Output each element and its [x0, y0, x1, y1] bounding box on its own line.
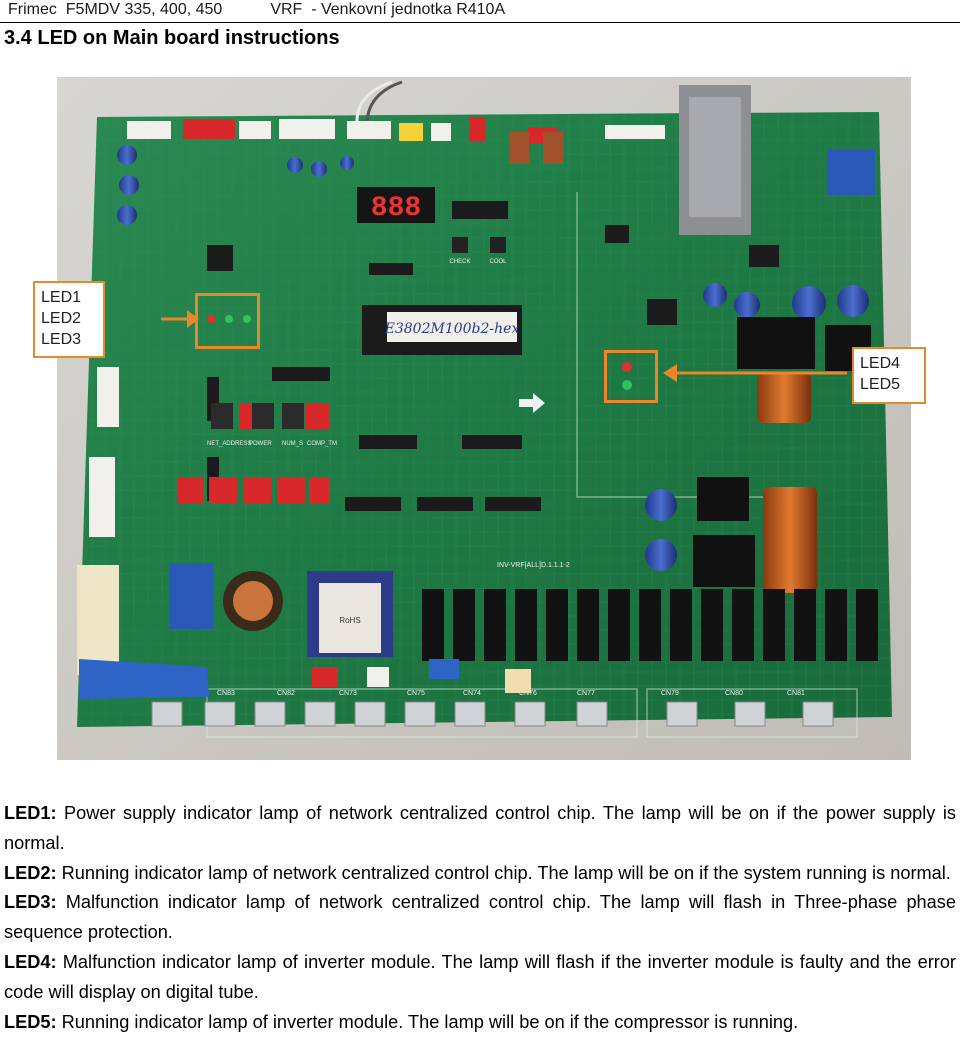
callout-led1-3: LED1 LED2 LED3 [33, 281, 105, 358]
led1-desc-text: Power supply indicator lamp of network c… [4, 803, 956, 853]
callout-arrow-left-icon [187, 310, 199, 328]
main-board-photo: 888 CHECK COOL E3802M100b2-hex [57, 77, 911, 760]
capacitors [117, 132, 869, 593]
led-frame-2 [604, 350, 658, 403]
callout-led2: LED2 [41, 310, 82, 327]
callout-led4-5: LED4 LED5 [852, 347, 926, 404]
cn76-label: CN76 [519, 690, 537, 697]
switch-label-num: NUM_S [282, 441, 303, 447]
ics [207, 201, 779, 511]
arrow-icon [519, 393, 545, 413]
cn79-label: CN79 [661, 690, 679, 697]
led1 [207, 315, 215, 323]
callout-led1: LED1 [41, 289, 82, 306]
cn75-label: CN75 [407, 690, 425, 697]
led3-desc-text: Malfunction indicator lamp of network ce… [4, 892, 956, 943]
section-title: 3.4 LED on Main board instructions [4, 27, 340, 49]
led2-desc-label: LED2: [4, 862, 57, 883]
led2-description: LED2: Running indicator lamp of network … [4, 859, 956, 889]
led5 [622, 380, 632, 390]
led5-description: LED5: Running indicator lamp of inverter… [4, 1008, 956, 1038]
led2-desc-text: Running indicator lamp of network centra… [56, 862, 951, 883]
led2 [225, 315, 233, 323]
led5-desc-text: Running indicator lamp of inverter modul… [56, 1011, 799, 1032]
switch-label-net: NET_ADDRESS [207, 441, 251, 447]
led3 [243, 315, 251, 323]
spade-terminals [151, 701, 834, 727]
cn74-label: CN74 [463, 690, 481, 697]
cn81-label: CN81 [787, 690, 805, 697]
callout-arrow-right-icon [663, 364, 677, 382]
led1-desc-label: LED1: [4, 803, 57, 823]
switch-label-comp: COMP_TM [307, 441, 337, 447]
main-board-illustration: 888 CHECK COOL E3802M100b2-hex [57, 77, 911, 760]
led3-description: LED3: Malfunction indicator lamp of netw… [4, 888, 956, 948]
top-connectors [127, 80, 665, 143]
led1-description: LED1: Power supply indicator lamp of net… [4, 799, 956, 859]
check-label: CHECK [449, 259, 470, 265]
digital-tube [357, 187, 435, 223]
header-rule [0, 22, 960, 23]
callout-led4: LED4 [860, 355, 901, 372]
page-header: Frimec F5MDV 335, 400, 450 VRF - Venkovní… [8, 1, 505, 19]
led-frame-1 [195, 293, 260, 349]
rohs-label: RoHS [339, 616, 360, 625]
led5-desc-label: LED5: [4, 1011, 57, 1032]
dip-switches[interactable] [177, 403, 329, 503]
cool-label: COOL [489, 259, 507, 265]
relays [422, 589, 878, 661]
digital-tube-digits: 888 [371, 193, 421, 224]
cn80-label: CN80 [725, 690, 743, 697]
callout-led5: LED5 [860, 376, 901, 393]
header-product: VRF - Venkovní jednotka R410A [270, 1, 506, 18]
cn83-label: CN83 [217, 690, 235, 697]
check-button[interactable] [452, 237, 468, 253]
chip-label: E3802M100b2-hex [384, 321, 520, 337]
cn77-label: CN77 [577, 690, 595, 697]
callout-led3: LED3 [41, 331, 82, 348]
blue-relay [827, 149, 875, 195]
led4-description: LED4: Malfunction indicator lamp of inve… [4, 948, 956, 1008]
fuse-holder [79, 659, 209, 699]
led4-desc-text: Malfunction indicator lamp of inverter m… [4, 951, 956, 1002]
board-model-label: INV-VRF[ALL]D.1.1.1-2 [497, 562, 570, 569]
cn73-label: CN73 [339, 690, 357, 697]
led4 [622, 362, 632, 372]
cn82-label: CN82 [277, 690, 295, 697]
header-model: Frimec F5MDV 335, 400, 450 [8, 1, 223, 18]
led-group-1 [207, 315, 251, 323]
led-group-2 [622, 362, 632, 390]
cool-button[interactable] [490, 237, 506, 253]
led4-desc-label: LED4: [4, 951, 57, 972]
switch-label-power: POWER [249, 441, 272, 447]
led3-desc-label: LED3: [4, 892, 57, 913]
led-descriptions: LED1: Power supply indicator lamp of net… [4, 799, 956, 1037]
